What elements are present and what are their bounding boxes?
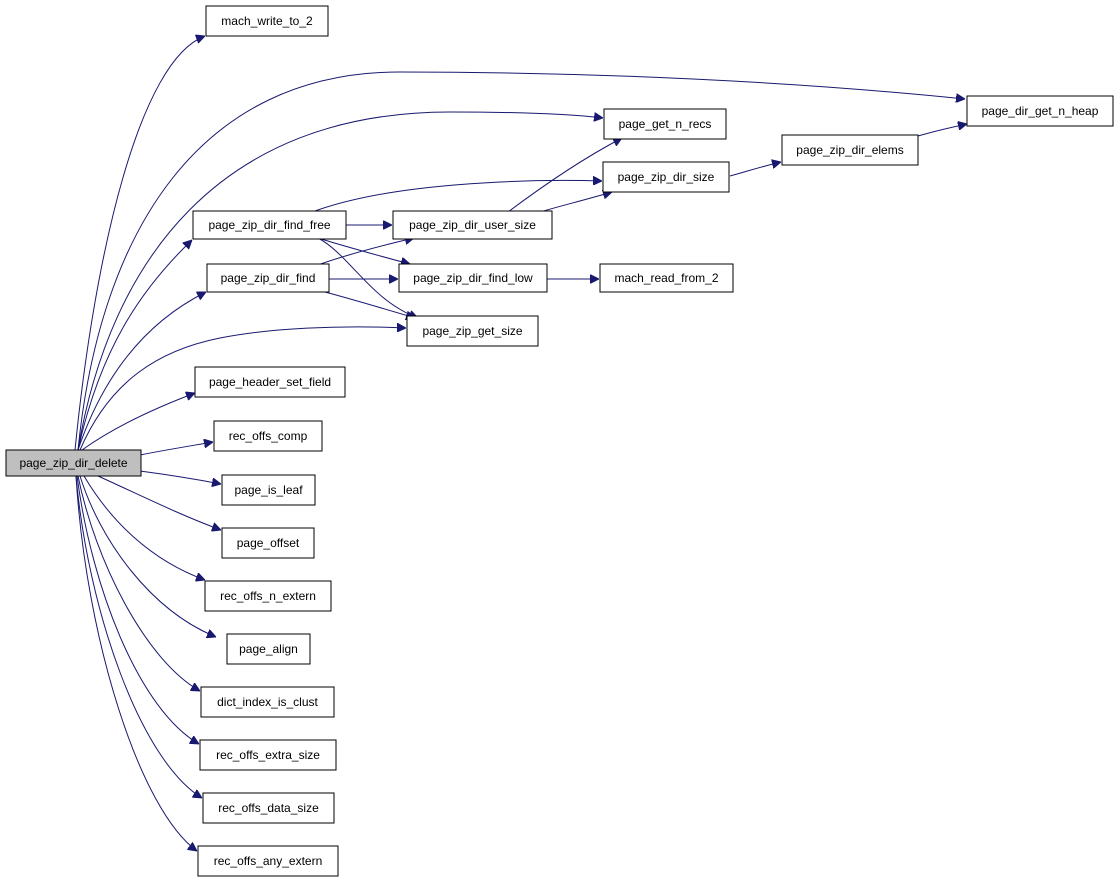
svg-text:page_zip_dir_size: page_zip_dir_size: [618, 170, 715, 184]
node-rec-offs-data-size[interactable]: rec_offs_data_size: [202, 792, 335, 824]
edge-dir-elems-to-dir-get-n-heap: [917, 124, 967, 137]
edge-root-to-page-zip-dir-find-free: [77, 240, 192, 451]
svg-text:page_zip_dir_user_size: page_zip_dir_user_size: [409, 218, 536, 232]
node-dict-index-is-clust[interactable]: dict_index_is_clust: [200, 686, 335, 718]
svg-text:page_get_n_recs: page_get_n_recs: [619, 117, 712, 131]
edge-root-to-page-header-set-field: [81, 393, 195, 451]
edge-find-free-to-get-size: [317, 237, 418, 318]
node-page-is-leaf[interactable]: page_is_leaf: [221, 474, 316, 506]
svg-text:page_dir_get_n_heap: page_dir_get_n_heap: [982, 104, 1099, 118]
edge-find-free-to-dir-size: [314, 180, 602, 212]
edge-user-size-to-get-n-recs: [507, 138, 622, 213]
edge-root-to-rec-offs-extra-size: [76, 475, 199, 744]
node-rec-offs-any-extern[interactable]: rec_offs_any_extern: [197, 845, 339, 877]
node-page-zip-dir-elems[interactable]: page_zip_dir_elems: [781, 134, 919, 166]
edge-root-to-rec-offs-any-extern: [75, 475, 197, 851]
svg-text:rec_offs_extra_size: rec_offs_extra_size: [216, 748, 320, 762]
edge-root-to-rec-offs-comp: [139, 442, 213, 456]
edge-root-to-page-zip-get-size: [79, 327, 406, 451]
edge-root-to-page-get-n-recs: [77, 111, 603, 451]
svg-text:page_zip_dir_find_free: page_zip_dir_find_free: [208, 218, 330, 232]
node-page-zip-dir-find-low[interactable]: page_zip_dir_find_low: [398, 263, 548, 293]
svg-text:page_zip_dir_elems: page_zip_dir_elems: [796, 143, 903, 157]
edge-root-to-page-zip-dir-find: [77, 292, 206, 451]
edge-root-to-page-is-leaf: [139, 470, 221, 484]
node-page-zip-dir-find[interactable]: page_zip_dir_find: [206, 263, 330, 293]
svg-text:rec_offs_n_extern: rec_offs_n_extern: [220, 589, 316, 603]
node-page-zip-dir-find-free[interactable]: page_zip_dir_find_free: [192, 210, 347, 240]
edges: [74, 36, 967, 851]
node-page-offset[interactable]: page_offset: [221, 527, 315, 559]
node-page-zip-get-size[interactable]: page_zip_get_size: [406, 315, 539, 347]
node-page-get-n-recs[interactable]: page_get_n_recs: [603, 108, 727, 140]
node-page-zip-dir-size[interactable]: page_zip_dir_size: [602, 161, 730, 193]
svg-text:mach_read_from_2: mach_read_from_2: [614, 271, 718, 285]
svg-text:page_is_leaf: page_is_leaf: [234, 483, 303, 497]
node-page-zip-dir-delete[interactable]: page_zip_dir_delete: [5, 449, 142, 477]
edge-root-to-rec-offs-n-extern: [83, 475, 205, 580]
svg-text:mach_write_to_2: mach_write_to_2: [221, 14, 313, 28]
edge-find-to-user-size: [314, 238, 414, 267]
node-page-header-set-field[interactable]: page_header_set_field: [194, 366, 346, 398]
svg-text:dict_index_is_clust: dict_index_is_clust: [217, 695, 318, 709]
svg-text:page_offset: page_offset: [237, 536, 300, 550]
edge-root-to-rec-offs-data-size: [75, 475, 202, 798]
svg-text:page_align: page_align: [239, 642, 298, 656]
node-page-align[interactable]: page_align: [226, 633, 311, 665]
svg-text:page_zip_dir_delete: page_zip_dir_delete: [19, 456, 127, 470]
svg-text:rec_offs_any_extern: rec_offs_any_extern: [214, 854, 323, 868]
edge-find-to-get-size: [324, 291, 415, 318]
node-mach-read-from-2[interactable]: mach_read_from_2: [599, 263, 734, 293]
edge-root-to-page-align: [79, 475, 216, 637]
svg-text:page_zip_dir_find: page_zip_dir_find: [221, 271, 316, 285]
node-page-zip-dir-user-size[interactable]: page_zip_dir_user_size: [392, 210, 553, 240]
edge-dir-size-to-dir-elems: [729, 162, 781, 177]
node-rec-offs-n-extern[interactable]: rec_offs_n_extern: [204, 580, 332, 612]
svg-text:rec_offs_data_size: rec_offs_data_size: [218, 801, 319, 815]
svg-text:page_zip_get_size: page_zip_get_size: [422, 324, 522, 338]
svg-text:rec_offs_comp: rec_offs_comp: [229, 429, 308, 443]
edge-root-to-mach-write-to-2: [74, 36, 205, 451]
svg-text:page_zip_dir_find_low: page_zip_dir_find_low: [413, 271, 533, 285]
edge-find-free-to-find-low: [317, 237, 410, 264]
edge-root-to-page-offset: [97, 475, 221, 530]
node-rec-offs-comp[interactable]: rec_offs_comp: [213, 420, 323, 452]
edge-user-size-to-dir-size: [539, 192, 612, 213]
edge-root-to-dict-index-is-clust: [77, 475, 200, 691]
edge-root-to-page-dir-get-n-heap: [77, 71, 965, 451]
svg-text:page_header_set_field: page_header_set_field: [209, 375, 331, 389]
node-mach-write-to-2[interactable]: mach_write_to_2: [205, 5, 329, 37]
node-rec-offs-extra-size[interactable]: rec_offs_extra_size: [199, 739, 337, 771]
node-page-dir-get-n-heap[interactable]: page_dir_get_n_heap: [966, 95, 1114, 127]
nodes: page_zip_dir_delete mach_write_to_2 page…: [5, 5, 1114, 877]
